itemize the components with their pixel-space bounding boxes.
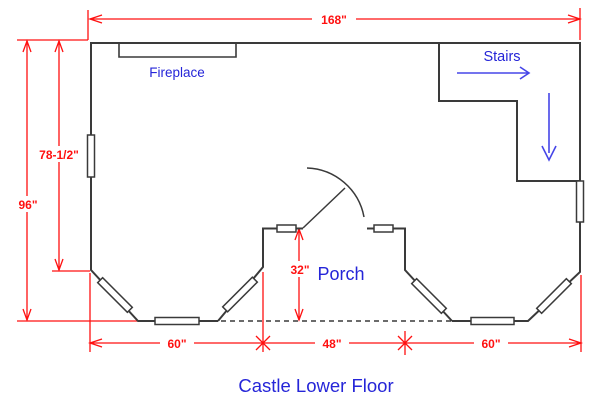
arrowhead [54,258,64,272]
window-marker [575,180,585,223]
dim-overall-height: 96" [18,198,37,212]
window-marker [86,134,96,178]
dim-bottom-right: 60" [481,337,500,351]
door-swing-arc [306,167,365,218]
fireplace-label: Fireplace [149,65,205,80]
window-marker [373,224,394,233]
door-leaf [302,187,346,229]
dimension-tick [397,331,413,355]
dim-bottom-left: 60" [167,337,186,351]
arrowhead [567,14,583,24]
dimension-tick [255,335,271,351]
stairs-arrows [457,66,557,162]
stairs-label: Stairs [483,49,520,65]
arrowhead [22,39,32,53]
dim-bottom-center: 48" [322,337,341,351]
stairs-run-down-arrow-icon [541,93,557,162]
window-marker [154,316,200,326]
stairs-walls [438,43,579,182]
stairs-run-right-arrow-icon [457,66,531,80]
arrowhead [22,308,32,322]
entry-door [302,167,365,229]
window-marker [470,316,515,326]
arrowhead [294,308,304,322]
window-marker [276,224,297,233]
window-marker [535,277,573,315]
dim-overall-width: 168" [321,13,347,27]
arrowhead [568,338,584,348]
porch-label: Porch [317,264,364,284]
window-marker [221,276,259,313]
arrowhead [54,39,64,53]
window-marker [96,276,134,314]
exterior-walls [90,42,581,322]
windows [86,134,585,326]
arrowhead [87,14,103,24]
dim-porch-depth: 32" [290,263,309,277]
dim-left-wall-height: 78-1/2" [39,148,79,162]
window-marker [410,277,448,315]
fireplace-outline [118,43,237,58]
floor-title: Castle Lower Floor [238,375,393,396]
arrowhead [87,338,103,348]
label-backgrounds [14,11,508,351]
